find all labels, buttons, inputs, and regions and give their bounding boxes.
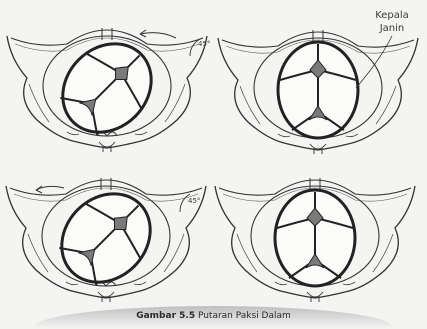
panel-top-right: [218, 30, 418, 154]
label-kepala: Kepala: [366, 10, 418, 22]
caption-title: Putaran Paksi Dalam: [195, 311, 291, 321]
label-pointer-line: [356, 36, 392, 88]
caption-figure-number: Gambar 5.5: [136, 311, 195, 321]
figure-caption: Gambar 5.5 Putaran Paksi Dalam: [0, 311, 427, 321]
angle-label-bottom: 45°: [188, 197, 200, 205]
panel-bottom-right: [215, 178, 415, 302]
panel-bottom-left: [6, 176, 206, 302]
angle-label-top: 45°: [198, 40, 210, 48]
panel-top-left: [7, 26, 207, 152]
label-janin: Janin: [366, 23, 418, 35]
